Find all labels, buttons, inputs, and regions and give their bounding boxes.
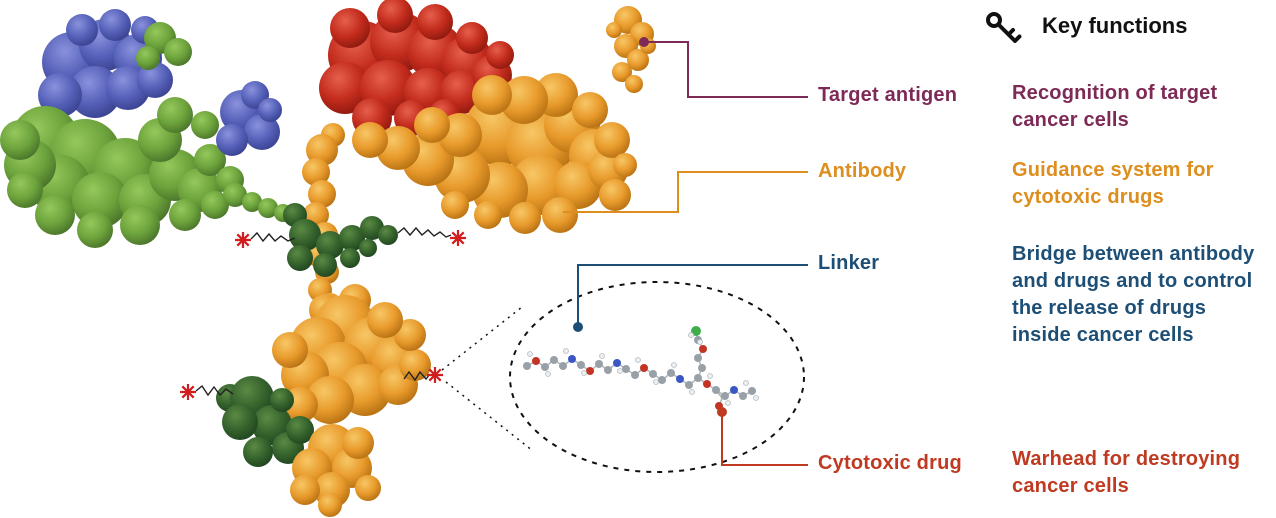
leader-line-linker	[577, 264, 808, 324]
desc-linker: Bridge between antibody and drugs and to…	[1012, 243, 1255, 346]
linker-marker-dot	[573, 322, 583, 332]
squiggle	[403, 370, 431, 382]
leader-line-antibody	[563, 171, 808, 213]
desc-antibody: Guidance system for cytotoxic drugs	[1012, 159, 1214, 208]
drug-molecule	[523, 326, 759, 410]
cytotoxic-drug-marker-dot	[717, 407, 727, 417]
squiggle	[195, 384, 234, 397]
drug-star-icon	[180, 384, 196, 400]
target-antigen-marker-dot	[639, 37, 649, 47]
leader-line-target-antigen	[648, 41, 808, 98]
magnifier-cone-line	[441, 306, 523, 371]
leader-line-cytotoxic-drug	[721, 415, 808, 466]
orange-upper-arm	[352, 73, 637, 234]
label-antibody: Antibody	[818, 160, 907, 182]
squiggle	[397, 226, 452, 238]
chlorine-atom	[691, 326, 701, 336]
magnifier-cone-line	[445, 381, 534, 452]
light-chain-blue-patch	[216, 81, 282, 156]
orange-bottom-lobe	[290, 424, 381, 517]
label-target-antigen: Target antigen	[818, 84, 958, 106]
label-cytotoxic-drug: Cytotoxic drug	[818, 452, 962, 474]
key-functions-title: Key functions	[1042, 13, 1188, 38]
desc-target-antigen: Recognition of target cancer cells	[1012, 82, 1218, 131]
target-antigen-blob	[606, 6, 656, 93]
dark-green-lower-patch	[216, 376, 314, 467]
drug-star-icon	[235, 232, 251, 248]
dark-green-hinge	[283, 203, 398, 277]
heavy-chain-green-domain	[0, 22, 304, 248]
drug-attachment-sites	[180, 226, 466, 400]
antibody-structure	[0, 0, 637, 517]
squiggle	[250, 231, 296, 243]
label-linker: Linker	[818, 252, 880, 274]
key-icon	[986, 12, 1022, 43]
light-chain-blue-domain	[38, 9, 173, 118]
magnifier	[441, 281, 805, 473]
red-domain	[319, 0, 514, 138]
drug-star-icon	[450, 230, 466, 246]
orange-lower-arm	[272, 284, 431, 424]
desc-cytotoxic-drug: Warhead for destroying cancer cells	[1012, 448, 1241, 497]
drug-star-icon	[427, 367, 443, 383]
